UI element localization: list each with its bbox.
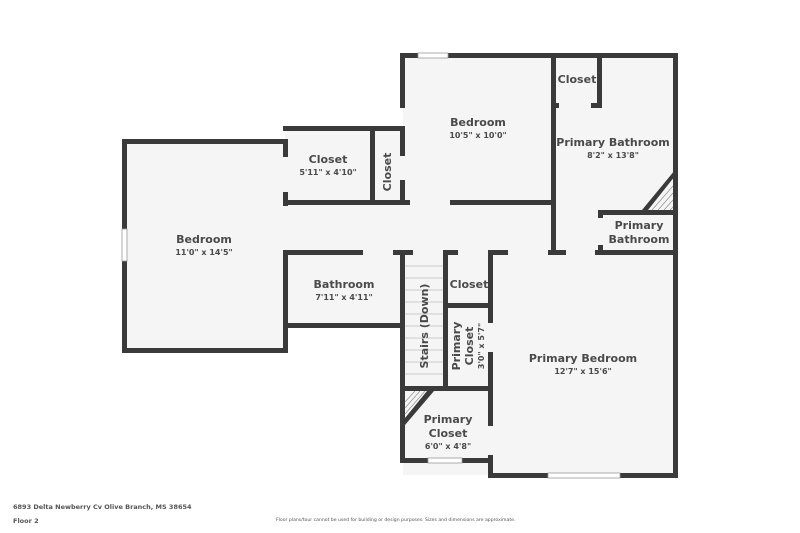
windows [121, 52, 621, 479]
room-labels: Bedroom 11'0" x 14'5" Closet 5'11" x 4'1… [175, 73, 669, 451]
room-name-primary-closet-narrow-2: Closet [463, 327, 476, 366]
room-name-bedroom-north: Bedroom [450, 116, 506, 129]
room-dims-bathroom: 7'11" x 4'11" [315, 293, 372, 302]
room-name-closet-primary-bath: Closet [558, 73, 597, 86]
walls [122, 53, 678, 478]
room-name-bedroom-west: Bedroom [176, 233, 232, 246]
room-dims-closet-north: 5'11" x 4'10" [299, 168, 356, 177]
floor-label: Floor 2 [13, 517, 39, 525]
room-name-stairs: Stairs (Down) [418, 284, 431, 369]
hatch-areas [404, 185, 674, 415]
window-south-primary [547, 472, 621, 479]
room-name-primary-closet-1: Primary [424, 413, 473, 426]
room-name-primary-bathroom-small-2: Bathroom [609, 233, 670, 246]
room-dims-primary-closet: 6'0" x 4'8" [425, 442, 471, 451]
disclaimer: Floor plans/tour cannot be used for buil… [276, 518, 516, 523]
room-dims-primary-bathroom: 8'2" x 13'8" [587, 151, 639, 160]
room-dims-bedroom-north: 10'5" x 10'0" [449, 131, 506, 140]
window-north [417, 52, 449, 59]
room-name-closet-north: Closet [309, 153, 348, 166]
window-south-closet [427, 457, 463, 464]
window-west [121, 228, 128, 262]
room-dims-primary-bedroom: 12'7" x 15'6" [554, 367, 611, 376]
stairs-treads [405, 265, 443, 375]
room-name-closet-narrow: Closet [381, 153, 394, 192]
room-name-primary-closet-2: Closet [429, 427, 468, 440]
property-address: 6893 Delta Newberry Cv Olive Branch, MS … [13, 503, 192, 511]
room-dims-bedroom-west: 11'0" x 14'5" [175, 248, 232, 257]
room-dims-primary-closet-narrow: 3'0" x 5'7" [477, 323, 486, 369]
room-name-primary-bathroom: Primary Bathroom [556, 136, 669, 149]
room-fills [125, 55, 675, 475]
room-name-primary-bedroom: Primary Bedroom [529, 352, 637, 365]
room-name-primary-bathroom-small-1: Primary [615, 219, 664, 232]
room-name-closet-center: Closet [450, 278, 489, 291]
room-name-primary-closet-narrow-1: Primary [450, 322, 463, 371]
room-name-bathroom: Bathroom [314, 278, 375, 291]
